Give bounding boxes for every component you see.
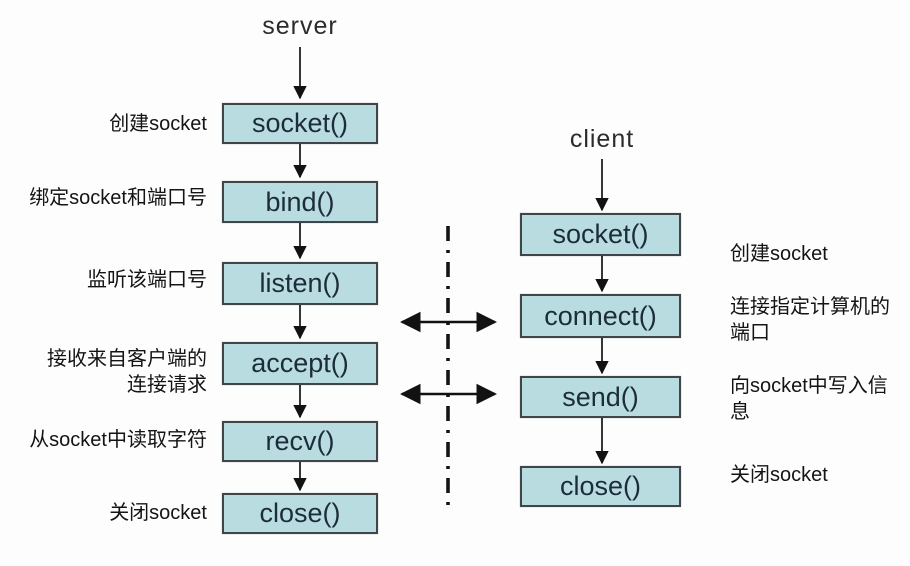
server-recv-box: recv() [222,421,378,462]
client-connect-box: connect() [520,294,681,338]
server-recv-label: 从socket中读取字符 [29,429,207,451]
server-title: server [262,12,338,40]
server-listen-box: listen() [222,262,378,305]
client-close-box: close() [520,466,681,507]
client-connect-label: 连接指定计算机的 端口 [730,296,890,344]
server-close-label: 关闭socket [109,502,207,524]
server-listen-label: 监听该端口号 [87,269,207,291]
server-accept-box: accept() [222,342,378,385]
server-accept-label: 接收来自客户端的 连接请求 [47,348,207,396]
server-close-box: close() [222,493,378,534]
client-send-label: 向socket中写入信 息 [730,375,888,423]
server-bind-box: bind() [222,181,378,223]
client-title: client [569,125,635,153]
client-close-label: 关闭socket [730,464,828,486]
client-send-box: send() [520,376,681,418]
server-socket-box: socket() [222,103,378,144]
client-socket-box: socket() [520,213,681,256]
server-bind-label: 绑定socket和端口号 [29,187,207,209]
exchange-arrows [399,311,498,405]
client-socket-label: 创建socket [730,243,828,265]
server-socket-label: 创建socket [109,113,207,135]
